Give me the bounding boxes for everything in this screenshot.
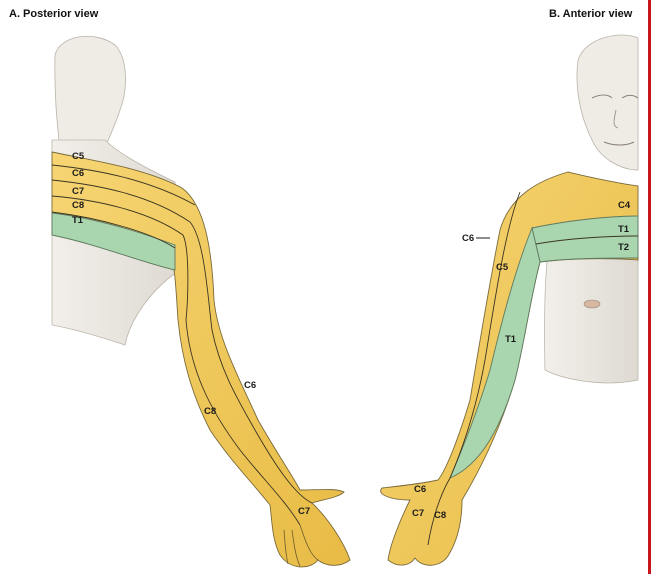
- anterior-label-c6-wrist: C6: [414, 484, 426, 495]
- posterior-label-t1: T1: [72, 215, 84, 226]
- anterior-label-c7-hand: C7: [412, 508, 424, 519]
- posterior-label-c8: C8: [72, 200, 84, 211]
- anterior-label-c8-hand: C8: [434, 510, 446, 521]
- anterior-label-c5: C5: [496, 262, 509, 273]
- posterior-label-c7-hand: C7: [298, 506, 310, 517]
- accent-border: [648, 0, 651, 574]
- posterior-label-c7: C7: [72, 186, 84, 197]
- anterior-head: [577, 35, 638, 170]
- posterior-label-c6: C6: [72, 168, 84, 179]
- posterior-label-c8-forearm: C8: [204, 406, 216, 417]
- anterior-label-c6-pointer: C6: [462, 233, 474, 244]
- posterior-label-c6-forearm: C6: [244, 380, 256, 391]
- posterior-arm-dermatome: [52, 152, 350, 567]
- anterior-label-c4: C4: [618, 200, 631, 211]
- anterior-label-t1-arm: T1: [505, 334, 517, 345]
- anterior-label-t2-chest: T2: [618, 242, 629, 253]
- anterior-label-t1-chest: T1: [618, 224, 630, 235]
- anterior-torso-skin: [544, 240, 638, 383]
- posterior-label-c5: C5: [72, 151, 85, 162]
- posterior-head: [55, 36, 126, 150]
- posterior-figure: [52, 36, 350, 567]
